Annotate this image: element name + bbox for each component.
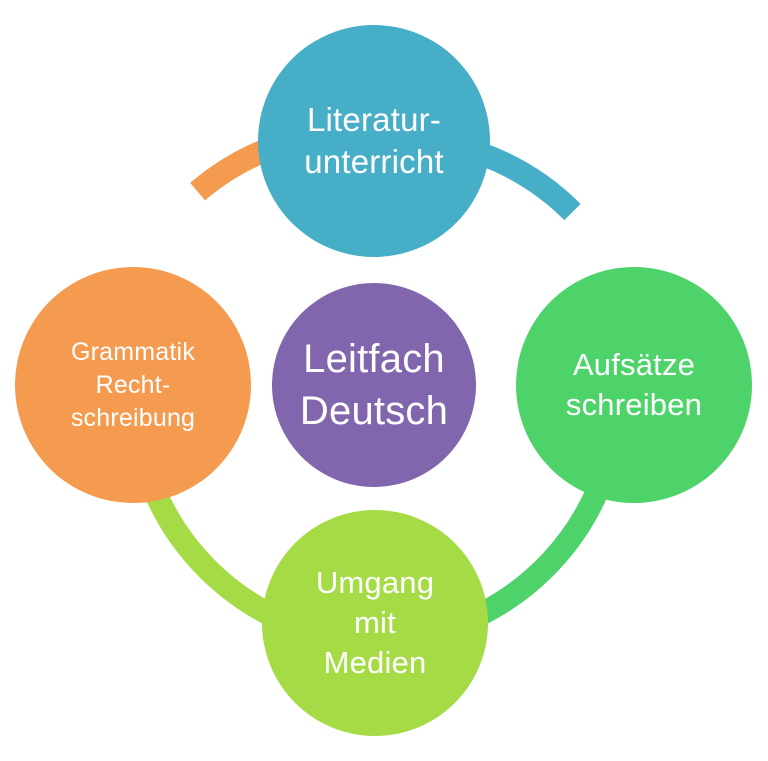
node-circles <box>15 25 752 736</box>
hub-circle-leitfach-deutsch[interactable] <box>272 283 476 487</box>
arc-medien-to-grammatik <box>144 487 275 625</box>
node-circle-literaturunterricht[interactable] <box>258 25 490 257</box>
node-circle-grammatik-rechtschreibung[interactable] <box>15 267 251 503</box>
node-circle-umgang-mit-medien[interactable] <box>262 510 488 736</box>
arc-aufsaetze-to-medien <box>477 487 608 624</box>
node-circle-aufsaetze-schreiben[interactable] <box>516 267 752 503</box>
arc-literatur-to-aufsaetze <box>477 143 581 221</box>
